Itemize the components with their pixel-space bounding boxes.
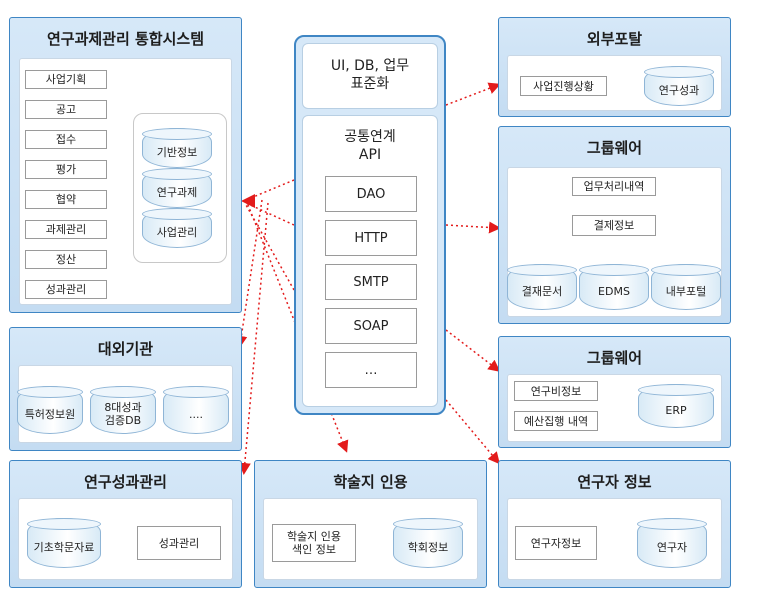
api-http: HTTP: [325, 220, 417, 256]
link-portal: [445, 82, 501, 106]
flow-step-8: 성과관리: [25, 280, 107, 299]
api-dao: DAO: [325, 176, 417, 212]
api-more: …: [325, 352, 417, 388]
main-arrowhead: [241, 194, 255, 208]
api-soap: SOAP: [325, 308, 417, 344]
flow-step-1: 사업기획: [25, 70, 107, 89]
flow-step-2: 공고: [25, 100, 107, 119]
portal-title: 외부포탈: [586, 30, 643, 48]
db-basic-info: 기반정보: [142, 128, 212, 168]
academic-index-box: 학술지 인용 색인 정보: [272, 524, 356, 562]
link-main-3: [245, 204, 295, 291]
link-research-results: [238, 202, 269, 475]
db-researcher: 연구자: [637, 518, 707, 568]
research-fund-box: 연구비정보: [514, 381, 598, 401]
payment-info-box: 결제정보: [572, 215, 656, 236]
link-groupware1: [445, 221, 501, 234]
link-groupware2: [445, 329, 501, 372]
results-mgmt-box: 성과관리: [137, 526, 221, 560]
work-history-box: 업무처리내역: [572, 177, 656, 196]
db-8-results: 8대성과 검증DB: [90, 386, 156, 434]
db-more: ....: [163, 386, 229, 434]
flow-step-4: 평가: [25, 160, 107, 179]
common-api-title: 공통연계 API: [344, 129, 396, 163]
academic-title: 학술지 인용: [333, 473, 408, 491]
link-external-agency: [235, 199, 263, 348]
db-approval-doc: 결재문서: [507, 264, 577, 310]
db-basic-academic: 기초학문자료: [27, 518, 101, 568]
api-smtp: SMTP: [325, 264, 417, 300]
db-internal-portal: 내부포털: [651, 264, 721, 310]
db-research-task: 연구과제: [142, 168, 212, 208]
budget-exec-box: 예산집행 내역: [514, 411, 598, 431]
db-research-results: 연구성과: [644, 66, 714, 106]
project-progress-box: 사업진행상황: [520, 76, 607, 96]
db-business-mgmt: 사업관리: [142, 208, 212, 248]
link-main-1: [245, 179, 295, 201]
center-api-panel: UI, DB, 업무 표준화 공통연계 API DAO HTTP SMTP SO…: [294, 35, 446, 415]
researcher-title: 연구자 정보: [577, 473, 652, 491]
flow-step-3: 접수: [25, 130, 107, 149]
link-researcher: [445, 399, 500, 465]
db-patent: 특허정보원: [17, 386, 83, 434]
db-erp: ERP: [638, 384, 714, 428]
groupware2-title: 그룹웨어: [586, 349, 643, 367]
flow-step-6: 과제관리: [25, 220, 107, 239]
common-api-box: 공통연계 API DAO HTTP SMTP SOAP …: [302, 115, 438, 407]
external-agency-title: 대외기관: [97, 340, 154, 358]
groupware1-title: 그룹웨어: [586, 139, 643, 157]
flow-step-7: 정산: [25, 250, 107, 269]
standardization-box: UI, DB, 업무 표준화: [302, 43, 438, 109]
flow-step-5: 협약: [25, 190, 107, 209]
research-results-title: 연구성과관리: [84, 473, 167, 491]
link-main-2: [245, 202, 295, 226]
db-society: 학회정보: [393, 518, 463, 568]
researcher-info-box: 연구자정보: [515, 526, 597, 560]
db-edms: EDMS: [579, 264, 649, 310]
main-system-title: 연구과제관리 통합시스템: [46, 30, 205, 48]
